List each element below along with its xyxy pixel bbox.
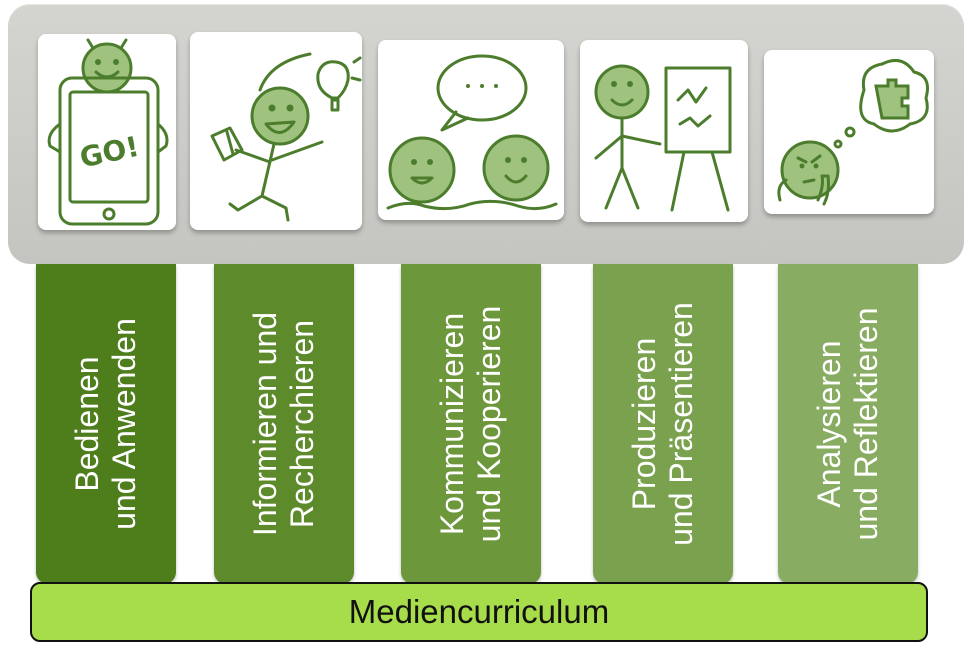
base-label: Mediencurriculum [348,593,610,630]
pillar-label-line1: Bedienen [69,356,105,492]
pillar-label-line2: und Anwenden [106,318,142,530]
pillar-label-line2: Recherchieren [284,319,320,529]
card-bedienen: GO! [38,34,176,230]
go-text: GO! [77,130,142,175]
pillar-informieren: Informieren und Recherchieren [214,264,354,584]
pillar-label-line1: Kommunizieren [434,312,470,536]
pillar-label-line1: Produzieren [626,337,662,511]
card-analysieren [764,50,934,214]
pillar-label: Kommunizieren und Kooperieren [434,274,508,574]
tablet-character-icon: GO! [47,38,169,226]
pillar-label: Informieren und Recherchieren [247,274,321,574]
pillar-label-line2: und Kooperieren [471,305,507,543]
thinking-puzzle-character-icon [777,58,929,206]
card-informieren [190,32,362,230]
chatting-characters-icon [386,54,558,211]
pillar-label: Bedienen und Anwenden [69,274,143,574]
presenter-character-icon [594,64,732,212]
pillar-produzieren: Produzieren und Präsentieren [593,264,733,584]
pillar-analysieren: Analysieren und Reflektieren [778,264,918,584]
base-bar: Mediencurriculum [30,582,928,642]
pillar-label-line1: Analysieren [811,340,847,508]
pillar-label-line2: und Präsentieren [663,302,699,546]
pillar-label: Produzieren und Präsentieren [626,274,700,574]
pillar-kommunizieren: Kommunizieren und Kooperieren [401,264,541,584]
pillar-label-line1: Informieren und [247,311,283,537]
idea-reader-character-icon [210,52,362,222]
pillar-bedienen: Bedienen und Anwenden [36,264,176,584]
card-produzieren [580,40,748,222]
card-kommunizieren [378,40,564,220]
pillar-label: Analysieren und Reflektieren [811,274,885,574]
pillar-label-line2: und Reflektieren [848,307,884,541]
